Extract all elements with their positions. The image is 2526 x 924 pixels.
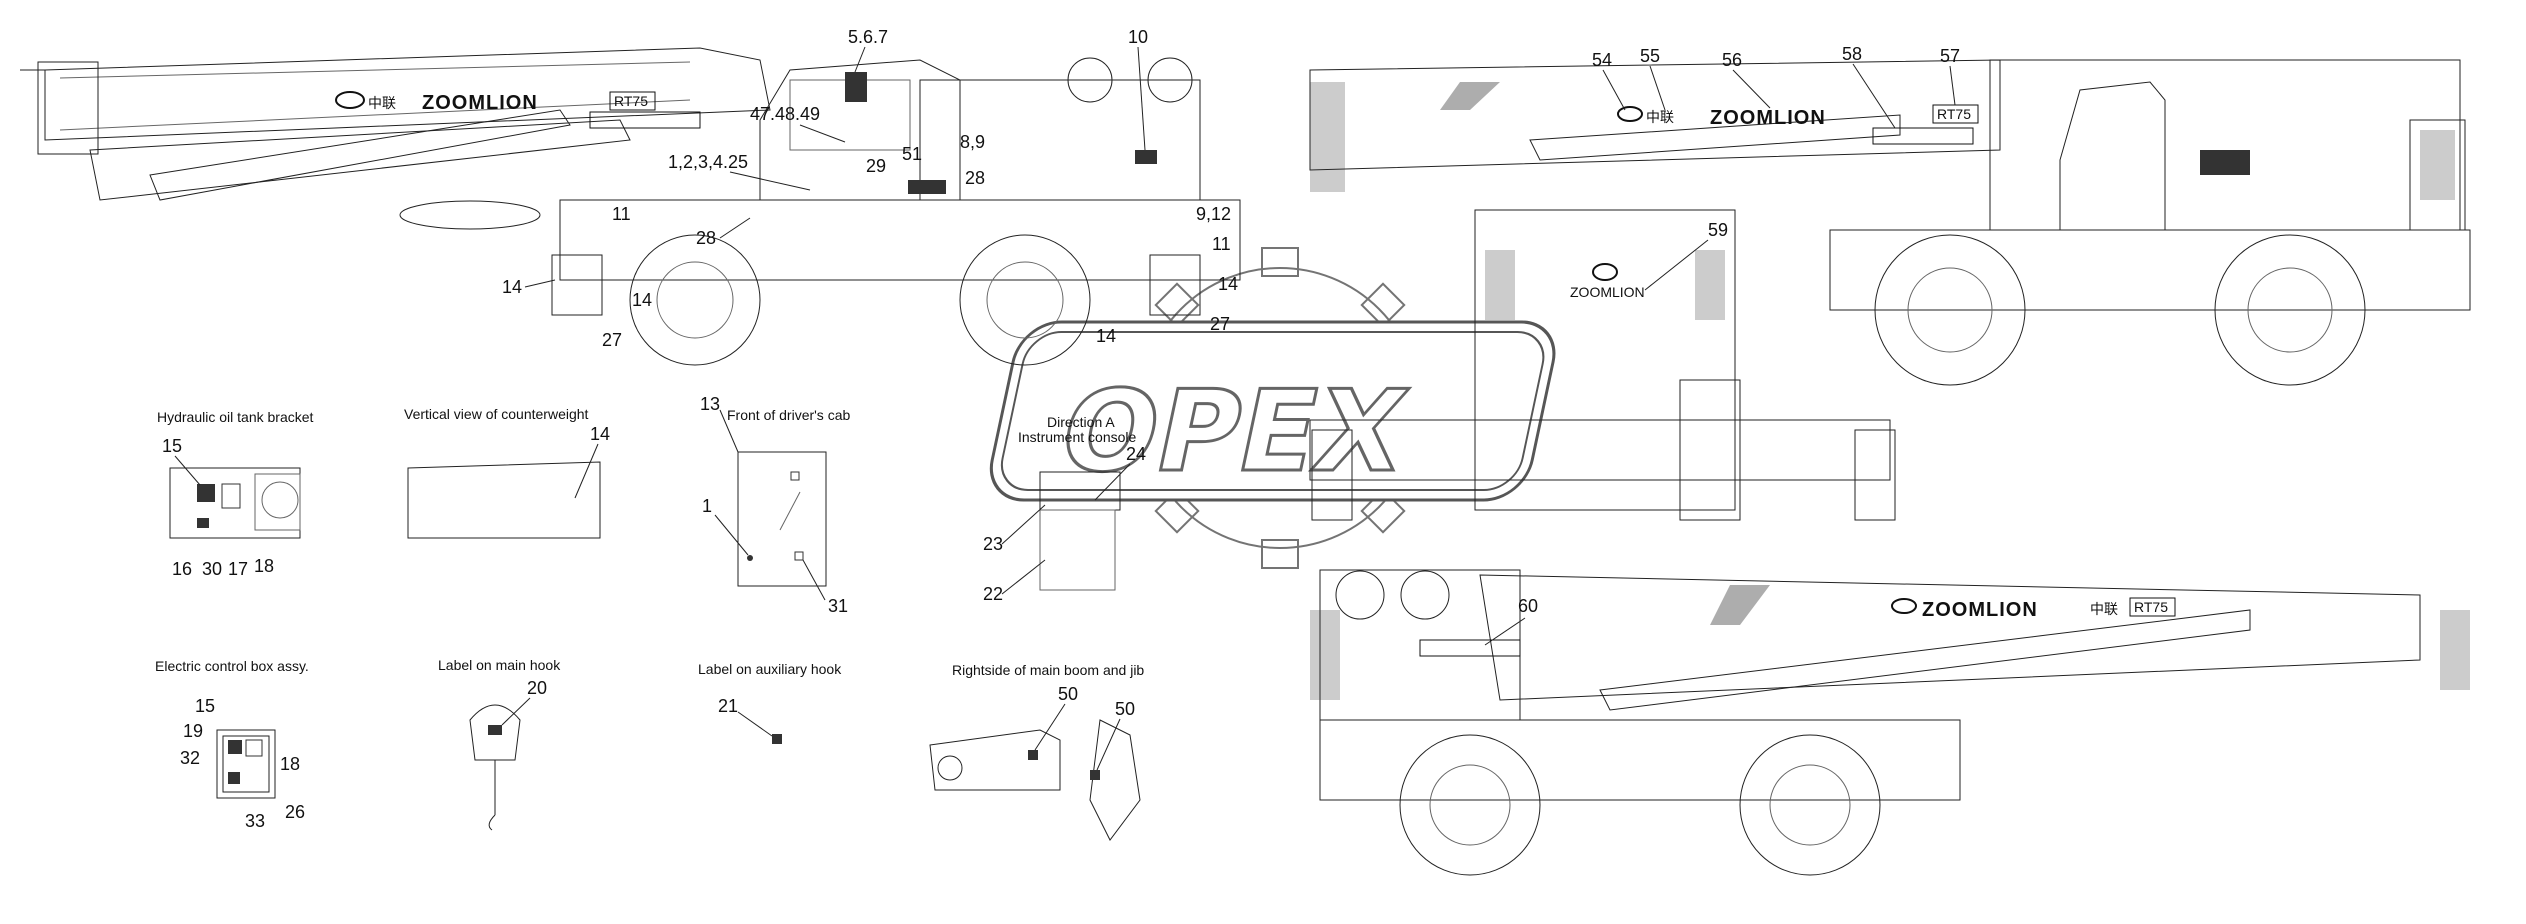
svg-text:Vertical view of counterweight: Vertical view of counterweight <box>404 406 589 422</box>
svg-text:1: 1 <box>702 496 712 516</box>
detail-instrument-console: Direction A Instrument console 24 23 22 <box>983 414 1146 604</box>
svg-text:Label on main hook: Label on main hook <box>438 657 561 673</box>
svg-text:14: 14 <box>632 290 652 310</box>
svg-text:29: 29 <box>866 156 886 176</box>
svg-text:27: 27 <box>1210 314 1230 334</box>
svg-text:10: 10 <box>1128 27 1148 47</box>
svg-text:14: 14 <box>1218 274 1238 294</box>
crane-front-view: ZOOMLION 59 <box>1309 209 1896 521</box>
svg-text:9,12: 9,12 <box>1196 204 1231 224</box>
svg-text:50: 50 <box>1115 699 1135 719</box>
svg-text:57: 57 <box>1940 46 1960 66</box>
svg-text:32: 32 <box>180 748 200 768</box>
svg-text:ZOOMLION: ZOOMLION <box>1570 284 1645 300</box>
watermark-text: OPEX <box>1049 366 1417 497</box>
svg-text:31: 31 <box>828 596 848 616</box>
boom-brand-left: 中联 ZOOMLION RT75 <box>335 91 701 129</box>
detail-electric-control-box: Electric control box assy. 15 19 32 18 3… <box>155 658 309 831</box>
svg-text:Front of driver's cab: Front of driver's cab <box>727 407 850 423</box>
svg-text:16: 16 <box>172 559 192 579</box>
svg-text:22: 22 <box>983 584 1003 604</box>
svg-text:56: 56 <box>1722 50 1742 70</box>
svg-text:中联: 中联 <box>368 95 396 111</box>
svg-text:14: 14 <box>502 277 522 297</box>
svg-text:ZOOMLION: ZOOMLION <box>422 92 538 114</box>
svg-text:51: 51 <box>902 144 922 164</box>
svg-text:ZOOMLION: ZOOMLION <box>1922 599 2038 621</box>
svg-text:14: 14 <box>590 424 610 444</box>
svg-text:RT75: RT75 <box>2134 599 2168 615</box>
svg-text:Instrument console: Instrument console <box>1018 429 1136 445</box>
crane-side-view-right: 中联 ZOOMLION RT75 <box>1309 59 2471 386</box>
callouts-right-top: 54 55 56 58 57 <box>1592 44 1960 129</box>
svg-text:中联: 中联 <box>2090 601 2118 617</box>
svg-text:18: 18 <box>280 754 300 774</box>
svg-text:28: 28 <box>965 168 985 188</box>
svg-text:20: 20 <box>527 678 547 698</box>
detail-main-hook: Label on main hook 20 <box>438 657 561 831</box>
svg-text:中联: 中联 <box>1646 109 1674 125</box>
detail-cab-front: Front of driver's cab 13 1 31 <box>700 394 850 616</box>
svg-text:23: 23 <box>983 534 1003 554</box>
detail-counterweight: Vertical view of counterweight 14 <box>404 406 610 539</box>
svg-text:11: 11 <box>612 204 631 224</box>
svg-text:28: 28 <box>696 228 716 248</box>
callouts-left: 5.6.7 10 47.48.49 8,9 1,2,3,4.25 29 51 2… <box>502 27 1238 350</box>
svg-text:8,9: 8,9 <box>960 132 985 152</box>
svg-text:26: 26 <box>285 802 305 822</box>
svg-text:5.6.7: 5.6.7 <box>848 27 888 47</box>
svg-text:15: 15 <box>195 696 215 716</box>
svg-text:Direction A: Direction A <box>1047 414 1115 430</box>
crane-side-view-bottom: ZOOMLION 中联 RT75 60 <box>1310 569 2470 876</box>
svg-text:Hydraulic oil tank bracket: Hydraulic oil tank bracket <box>157 409 314 425</box>
detail-rightside-boom-jib: Rightside of main boom and jib 50 50 <box>929 662 1144 841</box>
svg-text:54: 54 <box>1592 50 1612 70</box>
svg-text:50: 50 <box>1058 684 1078 704</box>
detail-auxiliary-hook: Label on auxiliary hook 21 <box>698 661 842 744</box>
svg-text:19: 19 <box>183 721 203 741</box>
svg-text:55: 55 <box>1640 46 1660 66</box>
svg-text:17: 17 <box>228 559 248 579</box>
svg-text:14: 14 <box>1096 326 1116 346</box>
svg-text:60: 60 <box>1518 596 1538 616</box>
svg-text:ZOOMLION: ZOOMLION <box>1710 107 1826 129</box>
svg-text:Label on auxiliary hook: Label on auxiliary hook <box>698 661 842 677</box>
svg-text:58: 58 <box>1842 44 1862 64</box>
svg-text:30: 30 <box>202 559 222 579</box>
front-brand: ZOOMLION <box>1570 263 1645 300</box>
crane-side-view-left: 中联 ZOOMLION RT75 <box>20 47 1241 366</box>
svg-text:RT75: RT75 <box>1937 106 1971 122</box>
svg-text:11: 11 <box>1212 234 1231 254</box>
svg-text:15: 15 <box>162 436 182 456</box>
boom-brand-bottom: ZOOMLION 中联 RT75 <box>1419 597 2176 657</box>
opex-watermark: OPEX <box>989 247 1556 569</box>
svg-text:24: 24 <box>1126 444 1146 464</box>
boom-brand-right: 中联 ZOOMLION RT75 <box>1617 104 1979 145</box>
svg-text:27: 27 <box>602 330 622 350</box>
svg-text:Rightside of main boom and jib: Rightside of main boom and jib <box>952 662 1144 678</box>
svg-text:47.48.49: 47.48.49 <box>750 104 820 124</box>
svg-text:21: 21 <box>718 696 738 716</box>
svg-text:18: 18 <box>254 556 274 576</box>
svg-text:13: 13 <box>700 394 720 414</box>
svg-text:Electric control box assy.: Electric control box assy. <box>155 658 309 674</box>
svg-text:1,2,3,4.25: 1,2,3,4.25 <box>668 152 748 172</box>
detail-hydraulic-oil-tank-bracket: Hydraulic oil tank bracket 15 16 30 17 1… <box>157 409 314 579</box>
svg-text:33: 33 <box>245 811 265 831</box>
svg-text:59: 59 <box>1708 220 1728 240</box>
svg-text:RT75: RT75 <box>614 93 648 109</box>
